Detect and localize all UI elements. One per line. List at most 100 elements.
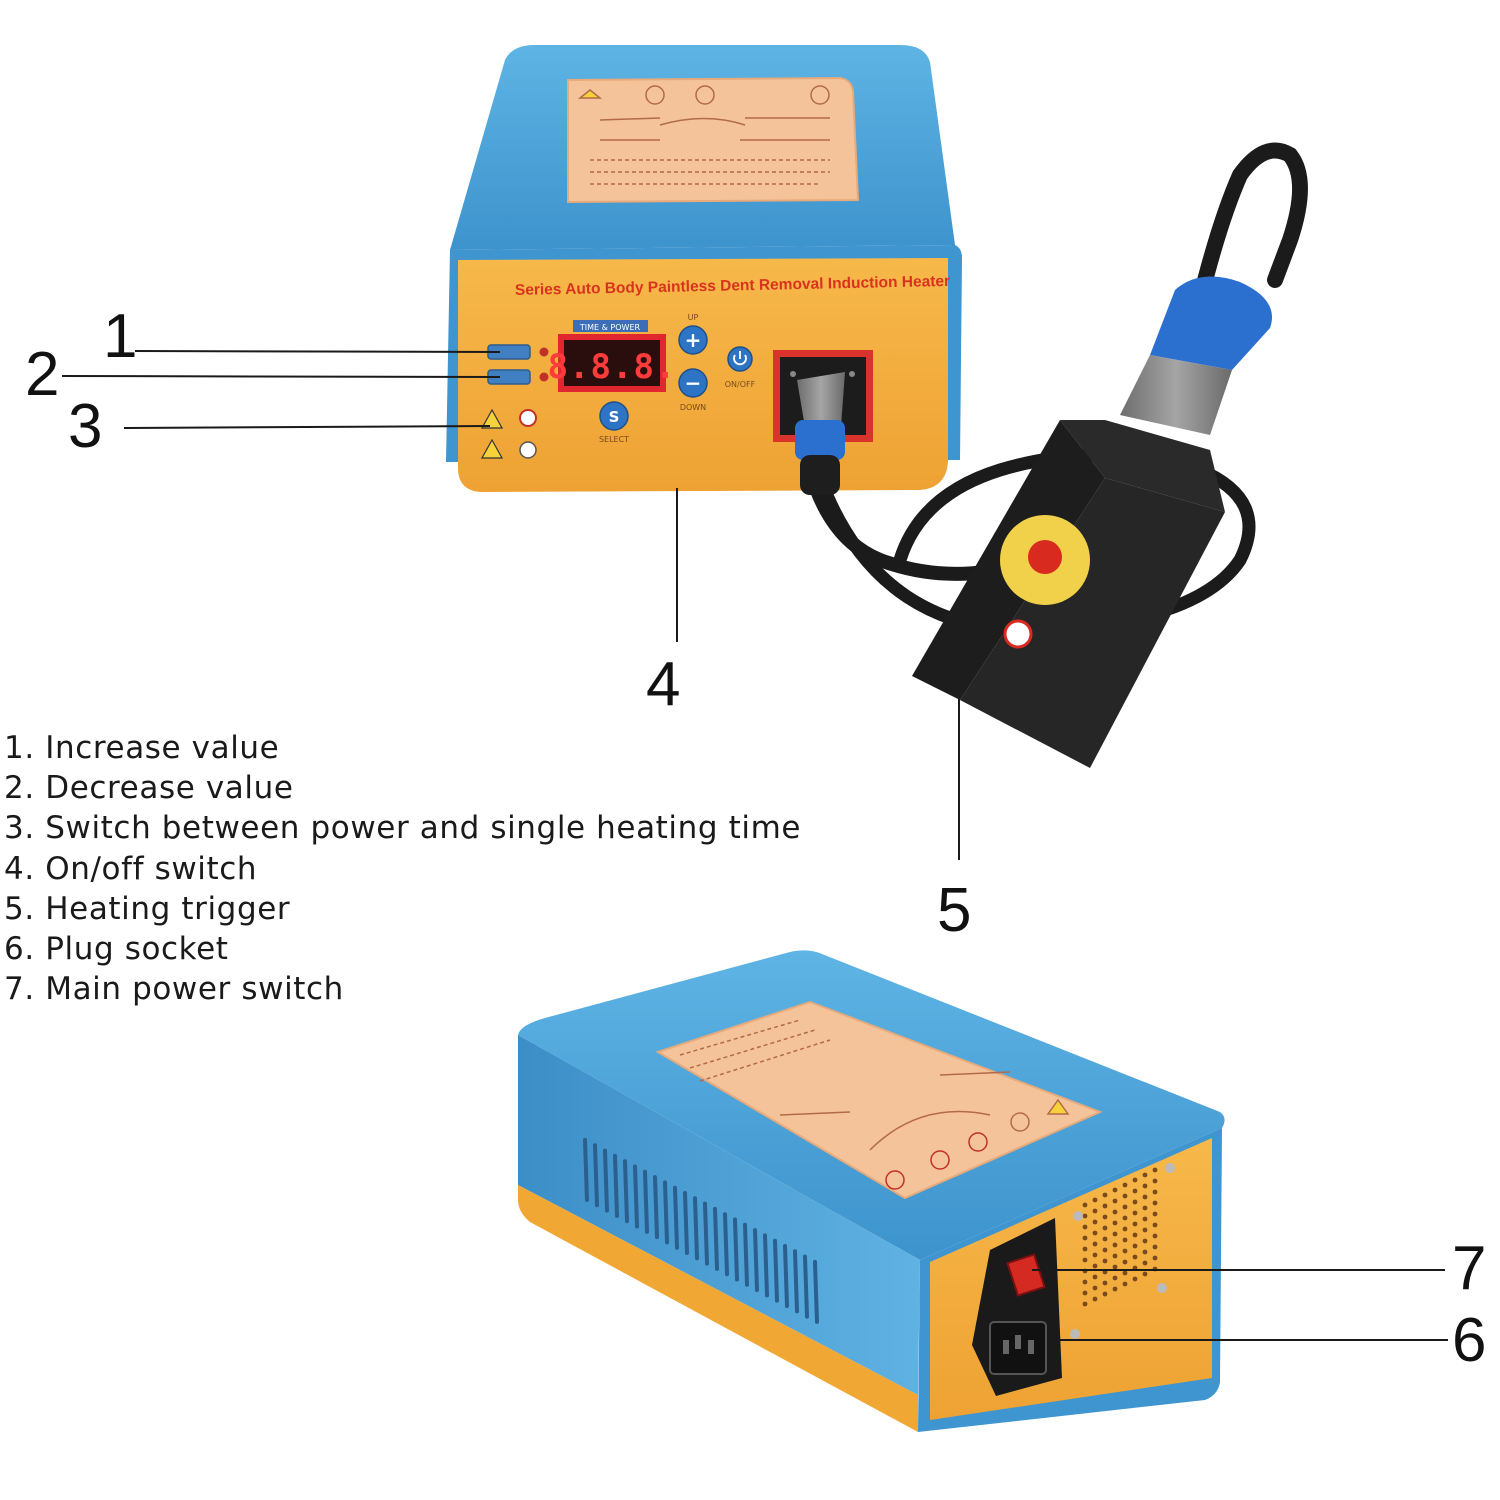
grille-hole: [1092, 1208, 1098, 1214]
vent-slot: [803, 1254, 809, 1319]
callout-6: 6: [1452, 1306, 1487, 1375]
grille-hole: [1102, 1203, 1108, 1209]
socket-screw: [790, 371, 796, 377]
glove-icon: [519, 441, 537, 459]
vent-slot: [703, 1201, 709, 1266]
vent-slot: [673, 1185, 679, 1250]
hot-surface-icon: [1003, 619, 1033, 649]
indicator-led-2: [539, 372, 549, 382]
heating-handpiece: [912, 420, 1225, 768]
grille-hole: [1132, 1221, 1138, 1227]
vent-slot: [593, 1143, 599, 1208]
legend-item-1: 1. Increase value: [4, 730, 280, 766]
grille-hole: [1152, 1222, 1158, 1228]
vent-slot: [643, 1169, 649, 1234]
vent-slot: [793, 1249, 799, 1314]
callout-7: 7: [1452, 1234, 1487, 1303]
vent-slot: [693, 1196, 699, 1261]
grille-hole: [1152, 1200, 1158, 1206]
grille-hole: [1122, 1226, 1128, 1232]
grille-hole: [1132, 1210, 1138, 1216]
leader-line-1: [134, 350, 501, 353]
grille-hole: [1122, 1182, 1128, 1188]
grille-hole: [1092, 1263, 1098, 1269]
vent-slot: [583, 1138, 589, 1202]
vent-slot: [623, 1159, 629, 1224]
rear-sticker-icons: [679, 1019, 1070, 1190]
grille-hole: [1152, 1233, 1158, 1239]
grille-hole: [1082, 1213, 1088, 1219]
vent-slot: [753, 1228, 759, 1293]
grille-hole: [1152, 1255, 1158, 1261]
top-instruction-sticker: [567, 76, 860, 204]
grille-hole: [1112, 1231, 1118, 1237]
grille-hole: [1082, 1301, 1088, 1307]
side-vent: [583, 1138, 819, 1324]
heating-trigger-button[interactable]: [1028, 540, 1062, 574]
warning-icon: [480, 408, 504, 429]
legend-item-6: 6. Plug socket: [4, 931, 229, 968]
grille-hole: [1152, 1167, 1158, 1173]
down-button[interactable]: [678, 368, 708, 398]
legend-item-4: 4. On/off switch: [4, 850, 258, 887]
grille-hole: [1092, 1197, 1098, 1203]
grille-hole: [1102, 1214, 1108, 1220]
down-label: DOWN: [680, 403, 706, 412]
grille-hole: [1082, 1246, 1088, 1252]
vent-slot: [733, 1217, 739, 1282]
power-icon: [733, 351, 747, 366]
vent-slot: [713, 1206, 719, 1271]
grille-hole: [1142, 1260, 1148, 1266]
minus-icon: −: [685, 371, 702, 395]
grille-hole: [1122, 1281, 1128, 1287]
vent-slot: [653, 1175, 659, 1240]
grille-hole: [1132, 1243, 1138, 1249]
grille-hole: [1112, 1187, 1118, 1193]
grille-hole: [1122, 1259, 1128, 1265]
legend-item-7: 7. Main power switch: [4, 971, 344, 1008]
grille-hole: [1142, 1227, 1148, 1233]
vent-slot: [783, 1244, 789, 1308]
vent-slot: [743, 1222, 749, 1287]
grille-hole: [1122, 1193, 1128, 1199]
display-label: TIME & POWER: [579, 323, 641, 332]
grille-hole: [1082, 1224, 1088, 1230]
grille-hole: [1092, 1230, 1098, 1236]
vent-slot: [613, 1153, 619, 1218]
grille-hole: [1082, 1290, 1088, 1296]
grille-hole: [1142, 1238, 1148, 1244]
grille-hole: [1132, 1199, 1138, 1205]
no-pacemaker-icon: [519, 409, 537, 427]
grille-hole: [1142, 1271, 1148, 1277]
onoff-label: ON/OFF: [725, 380, 756, 389]
rear-unit-side: [518, 1035, 920, 1395]
grille-hole: [1082, 1257, 1088, 1263]
handpiece-plug: [1120, 276, 1272, 435]
handpiece-front: [960, 478, 1225, 768]
feature-legend: 1. Increase value 2. Decrease value 3. S…: [4, 728, 801, 1009]
grille-hole: [1082, 1235, 1088, 1241]
callout-4: 4: [646, 650, 681, 719]
legend-item-2: 2. Decrease value: [4, 770, 294, 807]
panel-screw-3: [1157, 1283, 1167, 1293]
grille-hole: [1132, 1188, 1138, 1194]
sticker-icons: [577, 85, 830, 185]
up-button[interactable]: [678, 325, 708, 355]
grille-hole: [1152, 1244, 1158, 1250]
grille-hole: [1112, 1253, 1118, 1259]
display-screen: [564, 340, 660, 386]
grille-hole: [1092, 1274, 1098, 1280]
grille-hole: [1092, 1285, 1098, 1291]
socket-pins: [1003, 1335, 1034, 1354]
grille-hole: [1112, 1264, 1118, 1270]
callout-3: 3: [68, 392, 103, 461]
grille-hole: [1112, 1275, 1118, 1281]
indicator-led-1: [539, 347, 549, 357]
grille-hole: [1102, 1225, 1108, 1231]
vent-slot: [603, 1148, 609, 1213]
grille-hole: [1132, 1232, 1138, 1238]
select-button[interactable]: [599, 401, 629, 431]
vent-slot: [773, 1238, 779, 1303]
grille-hole: [1152, 1178, 1158, 1184]
